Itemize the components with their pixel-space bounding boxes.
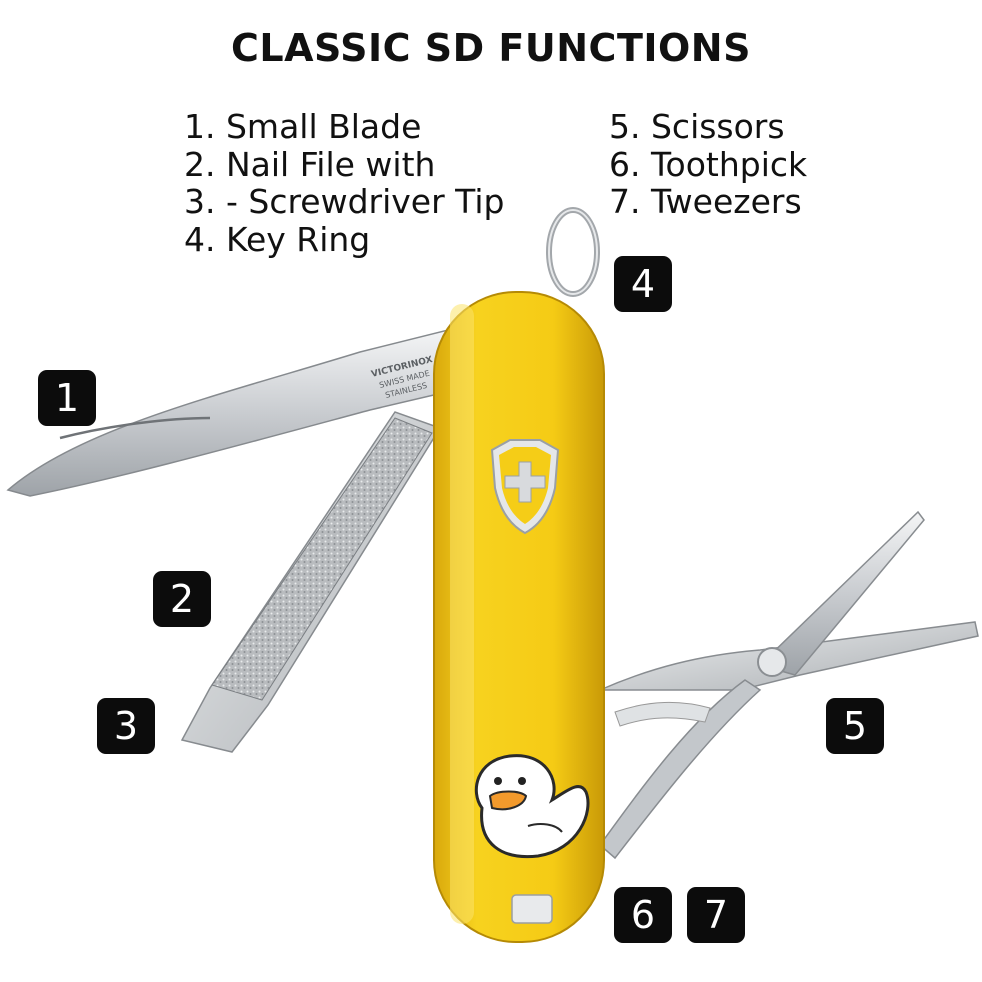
scissors [598,510,979,860]
callout-badge-3: 3 [97,698,155,754]
callout-badge-1: 1 [38,370,96,426]
callout-badge-6: 6 [614,887,672,943]
key-ring [546,207,600,297]
function-item: 5. Scissors [609,107,785,146]
function-item: 1. Small Blade [184,107,422,146]
page-title: CLASSIC SD FUNCTIONS [231,26,751,70]
cross-shield-icon [490,439,560,535]
callout-badge-5: 5 [826,698,884,754]
callout-badge-4: 4 [614,256,672,312]
function-item: 3. - Screwdriver Tip [184,182,505,221]
function-item: 2. Nail File with [184,144,436,184]
function-list-right: 5. Scissors 6. Toothpick 7. Tweezers [609,108,807,221]
function-list-left: 1. Small Blade 2. Nail File with 3. - Sc… [184,108,504,258]
function-item: 7. Tweezers [609,182,802,221]
function-item: 6. Toothpick [609,144,808,184]
duck-icon [474,754,590,859]
callout-badge-2: 2 [153,571,211,627]
callout-badge-7: 7 [687,887,745,943]
function-item: 4. Key Ring [184,219,371,259]
nail-file [180,411,442,753]
small-blade: VICTORINOX SWISS MADE STAINLESS [6,329,456,497]
